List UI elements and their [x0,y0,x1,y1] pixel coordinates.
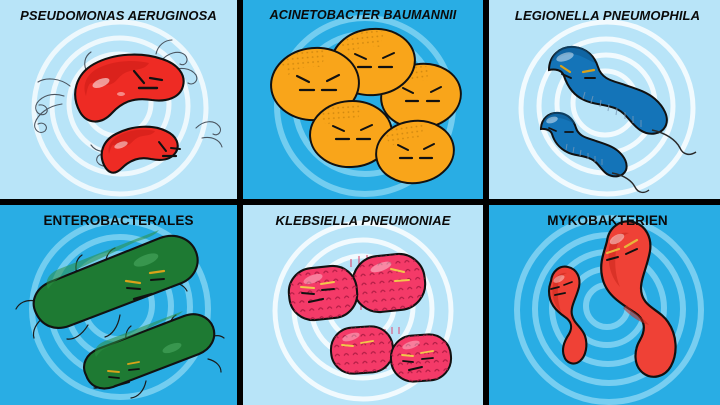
bacterium-lower [539,111,650,194]
mykobakterien-illustration [547,220,677,378]
panel-enterobacterales: ENTEROBACTERALES [0,205,237,405]
coccus-4 [375,119,455,185]
enterobacterales-illustration [15,230,225,399]
panel-title: KLEBSIELLA PNEUMONIAE [275,213,451,228]
cell-upper-left [287,264,359,322]
bacterium-lower [83,311,216,390]
legionella-illustration [539,45,697,194]
panel-title: ENTEROBACTERALES [43,213,194,228]
flagellum [651,129,697,156]
bacterium-small [547,265,588,365]
cell-upper-right [351,252,427,314]
flagellum [611,172,650,194]
panel-klebsiella-pneumoniae: KLEBSIELLA PNEUMONIAE [243,205,483,405]
bacterium-upper [547,45,697,156]
panel-title: LEGIONELLA PNEUMOPHILA [514,8,701,23]
pseudomonas-illustration [34,39,223,174]
panel-legionella-pneumophila: LEGIONELLA PNEUMOPHILA [489,0,720,199]
bacterium-lower [100,125,181,174]
panel-pseudomonas-aeruginosa: PSEUDOMONAS AERUGINOSA [0,0,237,199]
panel-title: PSEUDOMONAS AERUGINOSA [20,8,217,23]
klebsiella-illustration [287,252,453,383]
panel-acinetobacter-baumannii: ACINETOBACTER BAUMANNII [243,0,483,199]
panel-title: MYKOBAKTERIEN [547,213,668,228]
bacterium-upper [32,230,199,329]
face [132,69,164,90]
acinetobacter-illustration [270,27,462,185]
coccus-3 [309,99,393,169]
bacterium-upper [74,53,185,123]
face [158,141,181,158]
panel-mykobakterien: MYKOBAKTERIEN [489,205,720,405]
pili [582,91,642,127]
pili [565,143,603,165]
cell-lower-right [389,333,453,383]
bacterium-large [600,220,677,378]
panel-title: ACINETOBACTER BAUMANNII [269,8,457,22]
cell-lower-left [329,325,395,375]
